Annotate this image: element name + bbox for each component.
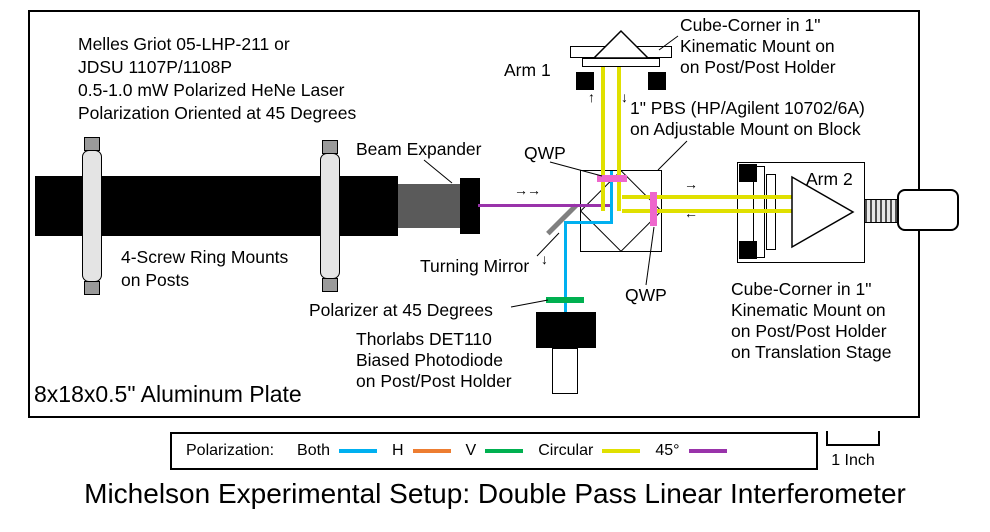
beam-both-return-horizontal xyxy=(564,221,613,224)
ring-mount-post-1 xyxy=(82,150,102,282)
legend-label-both: Both xyxy=(297,442,330,459)
arm2-cube-corner-label-line: Kinematic Mount on xyxy=(731,300,886,320)
laser-label-line: 0.5-1.0 mW Polarized HeNe Laser xyxy=(78,80,345,100)
page-title: Michelson Experimental Setup: Double Pas… xyxy=(84,478,906,509)
arm2-threaded-rod xyxy=(864,199,898,223)
laser-label-line: Melles Griot 05-LHP-211 or xyxy=(78,34,290,54)
arrow-up-icon: ↑ xyxy=(588,89,595,105)
legend-label-circular: Circular xyxy=(538,442,594,459)
photodiode-label-line: Thorlabs DET110 xyxy=(356,329,492,349)
ring-mounts-label: 4-Screw Ring Mounts on Posts xyxy=(121,246,288,292)
legend-swatch-circular xyxy=(602,449,641,453)
photodiode-label: Thorlabs DET110 Biased Photodiode on Pos… xyxy=(356,329,512,392)
legend-swatch-v xyxy=(485,449,524,453)
arm2-cube-corner-label-line: on Post/Post Holder xyxy=(731,321,887,341)
qwp-top-plate xyxy=(597,175,627,182)
beam-circular-arm1-up xyxy=(601,59,605,211)
qwp-right-label: QWP xyxy=(625,285,667,305)
beam-both-pbs-vertical xyxy=(610,171,613,224)
turning-mirror-label: Turning Mirror xyxy=(420,256,530,276)
scale-bracket xyxy=(826,431,880,446)
ring-mount-post-2-top-cap xyxy=(322,140,338,154)
qwp-right-plate xyxy=(650,192,657,226)
arm1-cube-corner-label-line: on Post/Post Holder xyxy=(680,57,836,77)
arm2-label: Arm 2 xyxy=(806,169,853,189)
legend-swatch-h xyxy=(412,449,451,453)
ring-mount-post-1-top-cap xyxy=(84,137,100,151)
arrow-right-icon: → xyxy=(514,182,528,198)
photodiode-label-line: Biased Photodiode xyxy=(356,350,503,370)
arm1-mount-foot-right xyxy=(648,72,666,90)
legend-swatch-45 xyxy=(688,449,727,453)
beam-both-to-detector xyxy=(564,221,567,313)
arrow-left-icon: ← xyxy=(684,205,698,221)
pbs-label: 1" PBS (HP/Agilent 10702/6A) on Adjustab… xyxy=(630,98,865,140)
arrow-right-icon: → xyxy=(684,176,698,192)
beam-expander-barrel xyxy=(398,184,462,228)
arrow-down-icon: ↓ xyxy=(621,89,628,105)
beam-expander-output-block xyxy=(460,178,480,234)
arm2-cube-corner-label-line: on Translation Stage xyxy=(731,342,892,362)
photodiode-label-line: on Post/Post Holder xyxy=(356,371,512,391)
arm1-cube-corner-label: Cube-Corner in 1" Kinematic Mount on on … xyxy=(680,15,836,78)
laser-label-line: JDSU 1107P/1108P xyxy=(78,57,233,77)
polarizer-45-plate xyxy=(546,297,584,303)
arm2-mount-foot-bottom xyxy=(739,241,757,259)
ring-mount-post-1-bottom-cap xyxy=(84,281,100,295)
qwp-top-label: QWP xyxy=(524,143,566,163)
legend-item-45: 45° xyxy=(655,442,727,460)
arm1-mount-foot-left xyxy=(576,72,594,90)
laser-label-line: Polarization Oriented at 45 Degrees xyxy=(78,103,357,123)
beam-45deg-input xyxy=(478,204,613,207)
arm2-cube-corner-label-line: Cube-Corner in 1" xyxy=(731,279,872,299)
beam-circular-arm1-down xyxy=(617,59,621,211)
arm2-cube-corner-label: Cube-Corner in 1" Kinematic Mount on on … xyxy=(731,279,892,363)
legend-item-circular: Circular xyxy=(538,442,641,460)
beam-circular-arm2-back xyxy=(622,209,794,213)
pbs-label-line: 1" PBS (HP/Agilent 10702/6A) xyxy=(630,98,865,118)
arrow-down-icon: ↓ xyxy=(541,251,548,267)
pbs-label-line: on Adjustable Mount on Block xyxy=(630,119,861,139)
arm1-mount-bar-1 xyxy=(570,46,672,58)
arm1-cube-corner-label-line: Kinematic Mount on xyxy=(680,36,835,56)
legend-swatch-both xyxy=(338,449,377,453)
polarizer-label: Polarizer at 45 Degrees xyxy=(309,300,493,320)
plate-label: 8x18x0.5" Aluminum Plate xyxy=(34,381,302,407)
legend-title: Polarization: xyxy=(186,442,275,459)
ring-mount-post-2-bottom-cap xyxy=(322,278,338,292)
legend-label-v: V xyxy=(465,442,477,459)
arrow-right-icon: → xyxy=(527,182,541,198)
legend-label-45: 45° xyxy=(655,442,680,459)
beam-circular-arm2-out xyxy=(622,195,794,199)
legend-label-h: H xyxy=(391,442,404,459)
arm2-mount-foot-top xyxy=(739,164,757,182)
beam-expander-label: Beam Expander xyxy=(356,139,482,159)
ring-mount-post-2 xyxy=(320,153,340,279)
arm1-mount-bar-2 xyxy=(582,58,660,67)
arm1-cube-corner-label-line: Cube-Corner in 1" xyxy=(680,15,821,35)
photodiode-body xyxy=(536,312,596,348)
legend-item-v: V xyxy=(466,442,524,460)
arm2-micrometer xyxy=(897,189,959,231)
legend-item-h: H xyxy=(392,442,451,460)
polarization-legend: Polarization: Both H V Circular 45° xyxy=(170,432,818,470)
ring-mounts-label-line: 4-Screw Ring Mounts xyxy=(121,247,289,267)
ring-mounts-label-line: on Posts xyxy=(121,270,190,290)
laser-label: Melles Griot 05-LHP-211 or JDSU 1107P/11… xyxy=(78,33,356,125)
legend-item-both: Both xyxy=(297,442,377,460)
photodiode-post xyxy=(552,348,578,394)
arm1-label: Arm 1 xyxy=(504,60,551,80)
scale-label: 1 Inch xyxy=(831,452,875,469)
